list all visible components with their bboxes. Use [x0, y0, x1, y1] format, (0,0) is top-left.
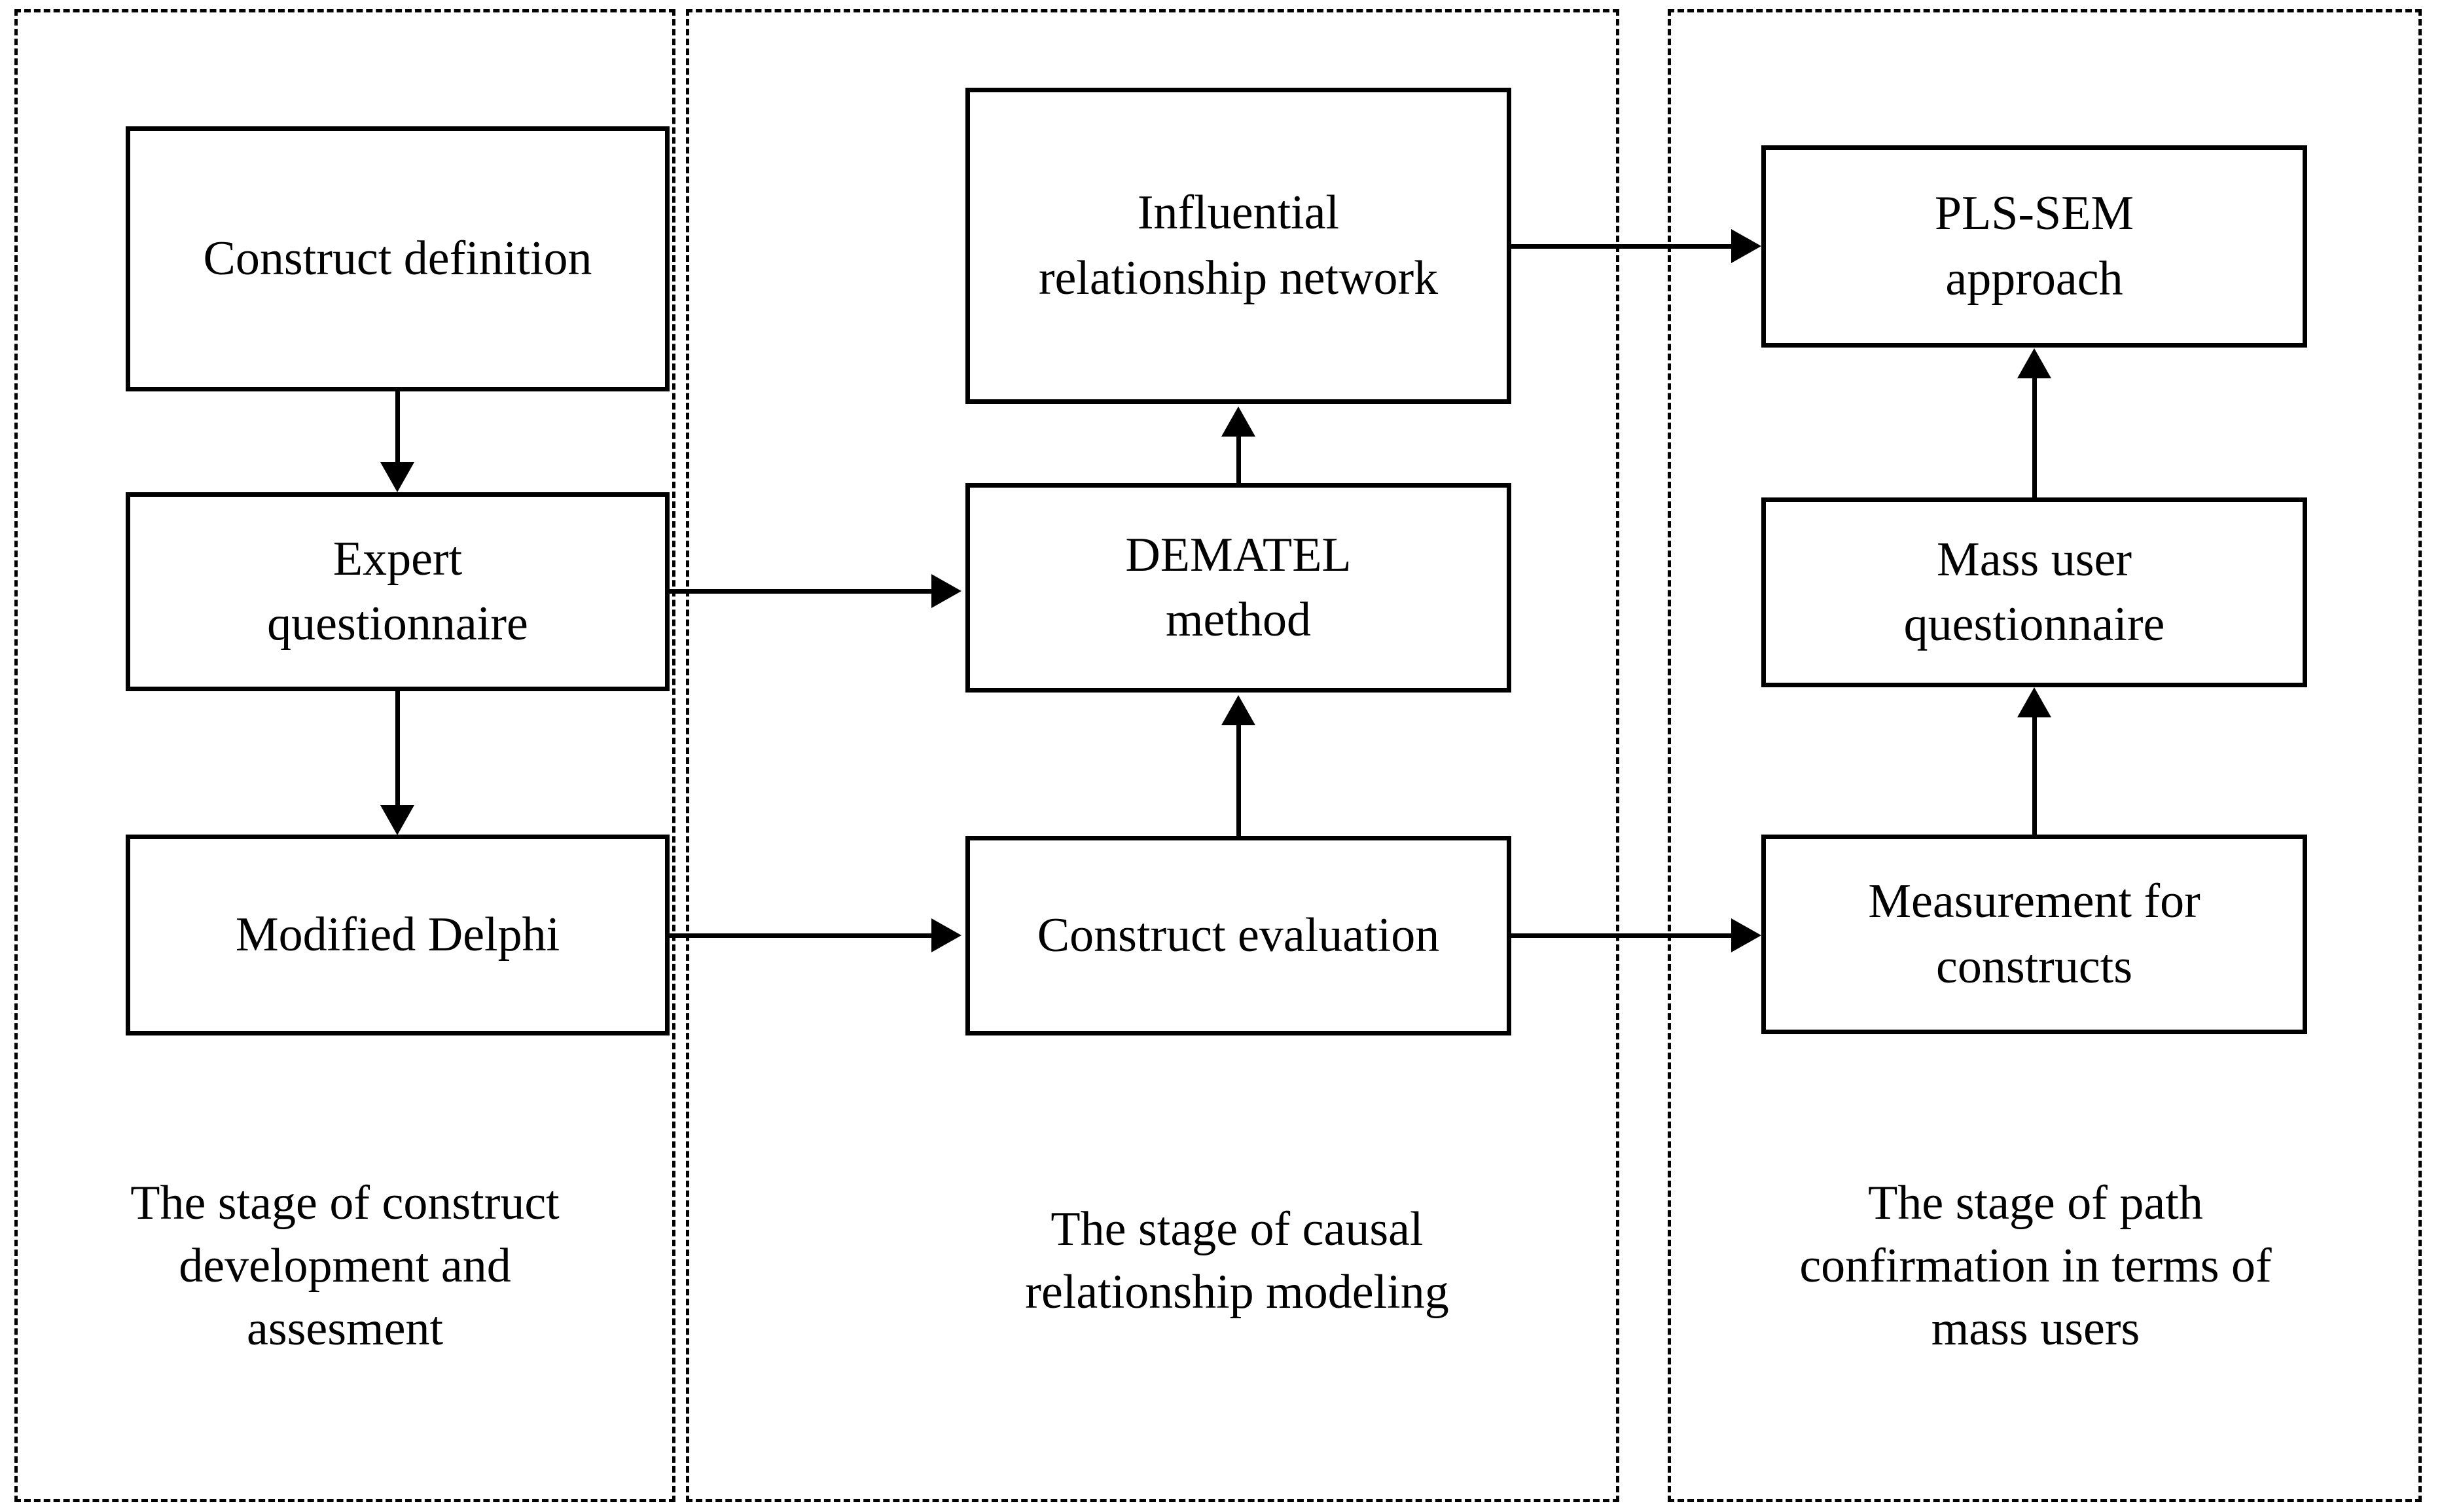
arrowhead-right-dematel	[931, 574, 961, 608]
stage-caption-causal-modeling: The stage of causal relationship modelin…	[1025, 1202, 1449, 1320]
node-construct-evaluation[interactable]: Construct evaluation	[965, 836, 1511, 1035]
edge-construct-definition-to-expert-questionnaire	[395, 391, 400, 465]
stage-panel-path-confirmation	[1668, 9, 2422, 1502]
node-pls-sem-approach[interactable]: PLS-SEM approach	[1761, 145, 2307, 348]
edge-influential-network-to-pls-sem	[1511, 244, 1733, 249]
arrowhead-up-influential-network	[1221, 406, 1255, 437]
stage-caption-path-confirmation: The stage of path confirmation in terms …	[1799, 1176, 2272, 1356]
arrowhead-up-pls-sem-vertical	[2017, 348, 2051, 378]
edge-construct-evaluation-to-dematel	[1236, 725, 1241, 838]
edge-modified-delphi-to-construct-evaluation	[670, 933, 934, 938]
edge-expert-questionnaire-to-dematel	[670, 589, 934, 594]
stage-panel-construct-development	[14, 9, 675, 1502]
edge-measurement-to-mass-user-questionnaire	[2032, 717, 2037, 837]
edge-construct-evaluation-to-measurement	[1511, 933, 1733, 938]
arrowhead-right-measurement	[1731, 918, 1761, 952]
node-expert-questionnaire[interactable]: Expert questionnaire	[126, 492, 670, 691]
edge-dematel-to-influential-network	[1236, 437, 1241, 485]
stage-caption-construct-development: The stage of construct development and a…	[130, 1176, 560, 1356]
node-modified-delphi[interactable]: Modified Delphi	[126, 835, 670, 1035]
node-mass-user-questionnaire[interactable]: Mass user questionnaire	[1761, 497, 2307, 687]
stage-panel-causal-modeling	[686, 9, 1619, 1502]
node-construct-definition[interactable]: Construct definition	[126, 126, 670, 391]
arrowhead-right-construct-evaluation	[931, 918, 961, 952]
edge-expert-questionnaire-to-modified-delphi	[395, 691, 400, 808]
edge-mass-user-questionnaire-to-pls-sem	[2032, 378, 2037, 500]
node-measurement-for-constructs[interactable]: Measurement for constructs	[1761, 835, 2307, 1034]
arrowhead-up-dematel	[1221, 695, 1255, 725]
arrowhead-down-modified-delphi	[380, 805, 414, 835]
node-dematel-method[interactable]: DEMATEL method	[965, 483, 1511, 693]
arrowhead-right-pls-sem	[1731, 229, 1761, 263]
arrowhead-up-mass-user-questionnaire	[2017, 687, 2051, 717]
node-influential-relationship-network[interactable]: Influential relationship network	[965, 88, 1511, 404]
arrowhead-down-expert-questionnaire	[380, 462, 414, 492]
